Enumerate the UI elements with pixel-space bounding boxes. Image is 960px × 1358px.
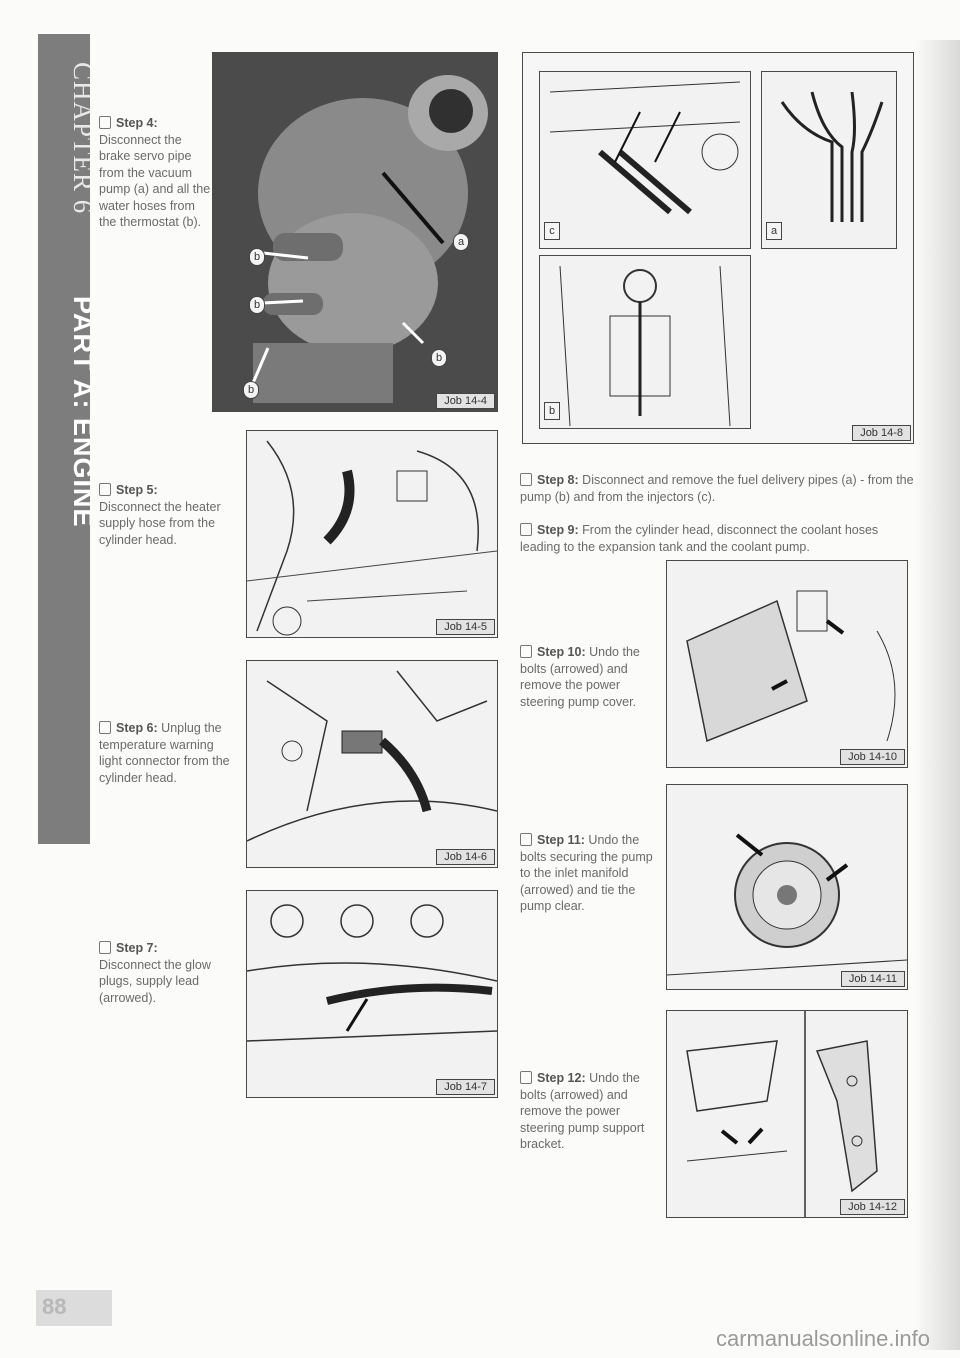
step-text: Unplug the temperature warning light con… xyxy=(99,721,230,785)
sub-figure-c: c xyxy=(539,71,751,249)
step-7: Step 7: Disconnect the glow plugs, suppl… xyxy=(99,940,239,1006)
engine-photo-illustration xyxy=(213,53,497,411)
line-drawing-fuel-pipes xyxy=(762,72,896,248)
step-9: Step 9: From the cylinder head, disconne… xyxy=(520,522,920,555)
figure-job-14-5: Job 14-5 xyxy=(246,430,498,638)
step-5: Step 5: Disconnect the heater supply hos… xyxy=(99,482,239,548)
checkbox-icon xyxy=(520,1071,532,1084)
page-number-box: 88 xyxy=(36,1290,112,1326)
figure-job-14-6: Job 14-6 xyxy=(246,660,498,868)
step-heading: Step 10: xyxy=(537,645,586,659)
line-drawing-fuel-pump xyxy=(540,256,750,428)
step-10: Step 10: Undo the bolts (arrowed) and re… xyxy=(520,644,660,710)
figure-caption: Job 14-7 xyxy=(436,1079,495,1095)
sub-figure-label: b xyxy=(544,402,560,420)
step-8: Step 8: Disconnect and remove the fuel d… xyxy=(520,472,920,505)
line-drawing-support-bracket xyxy=(667,1011,907,1217)
callout-a: a xyxy=(453,233,469,251)
figure-caption: Job 14-8 xyxy=(852,425,911,441)
watermark: carmanualsonline.info xyxy=(715,1326,930,1351)
callout-b: b xyxy=(249,296,265,314)
line-drawing-injectors xyxy=(540,72,750,248)
checkbox-icon xyxy=(99,483,111,496)
figure-caption: Job 14-10 xyxy=(840,749,905,765)
step-text: From the cylinder head, disconnect the c… xyxy=(520,523,879,554)
step-4: Step 4: Disconnect the brake servo pipe … xyxy=(99,115,211,231)
step-heading: Step 8: xyxy=(537,473,579,487)
line-drawing-temperature-connector xyxy=(247,661,497,867)
checkbox-icon xyxy=(520,833,532,846)
step-heading: Step 5: xyxy=(116,483,158,497)
figure-job-14-8: c a b Job 14-8 xyxy=(522,52,914,444)
figure-caption: Job 14-5 xyxy=(436,619,495,635)
callout-b: b xyxy=(431,349,447,367)
checkbox-icon xyxy=(99,116,111,129)
line-drawing-pump-cover xyxy=(667,561,907,767)
checkbox-icon xyxy=(520,645,532,658)
chapter-side-tab: CHAPTER 6 PART A: ENGINE xyxy=(38,34,90,844)
line-drawing-pump-pulley xyxy=(667,785,907,989)
chapter-label: CHAPTER 6 xyxy=(68,62,90,214)
figure-job-14-11: Job 14-11 xyxy=(666,784,908,990)
step-text: Undo the bolts securing the pump to the … xyxy=(520,833,653,913)
checkbox-icon xyxy=(520,523,532,536)
chapter-tab-text: CHAPTER 6 PART A: ENGINE xyxy=(68,62,90,528)
line-drawing-heater-hose xyxy=(247,431,497,637)
step-heading: Step 9: xyxy=(537,523,579,537)
figure-job-14-12: Job 14-12 xyxy=(666,1010,908,1218)
step-heading: Step 6: xyxy=(116,721,158,735)
step-6: Step 6: Unplug the temperature warning l… xyxy=(99,720,239,786)
step-text: Disconnect the heater supply hose from t… xyxy=(99,499,221,547)
callout-b: b xyxy=(249,248,265,266)
figure-caption: Job 14-6 xyxy=(436,849,495,865)
callout-b: b xyxy=(243,381,259,399)
figure-job-14-4: a b b b b Job 14-4 xyxy=(212,52,498,412)
figure-caption: Job 14-11 xyxy=(840,971,905,987)
part-label: PART A: ENGINE xyxy=(68,296,90,528)
sub-figure-b: b xyxy=(539,255,751,429)
line-drawing-glow-plugs xyxy=(247,891,497,1097)
checkbox-icon xyxy=(99,941,111,954)
sub-figure-a: a xyxy=(761,71,897,249)
step-heading: Step 12: xyxy=(537,1071,586,1085)
step-text: Undo the bolts (arrowed) and remove the … xyxy=(520,1071,645,1151)
sub-figure-label: c xyxy=(544,222,560,240)
step-heading: Step 4: xyxy=(116,116,158,130)
step-text: Undo the bolts (arrowed) and remove the … xyxy=(520,645,640,709)
page-number: 88 xyxy=(42,1294,67,1319)
step-12: Step 12: Undo the bolts (arrowed) and re… xyxy=(520,1070,660,1153)
checkbox-icon xyxy=(520,473,532,486)
sub-figure-label: a xyxy=(766,222,782,240)
step-text: Disconnect the glow plugs, supply lead (… xyxy=(99,957,211,1005)
step-11: Step 11: Undo the bolts securing the pum… xyxy=(520,832,660,915)
page-edge-shadow xyxy=(914,40,960,1350)
figure-job-14-10: Job 14-10 xyxy=(666,560,908,768)
step-heading: Step 7: xyxy=(116,941,158,955)
step-text: Disconnect and remove the fuel delivery … xyxy=(520,473,914,504)
figure-caption: Job 14-4 xyxy=(436,393,495,409)
figure-caption: Job 14-12 xyxy=(840,1199,905,1215)
step-heading: Step 11: xyxy=(537,833,585,847)
checkbox-icon xyxy=(99,721,111,734)
figure-job-14-7: Job 14-7 xyxy=(246,890,498,1098)
step-text: Disconnect the brake servo pipe from the… xyxy=(99,132,211,230)
